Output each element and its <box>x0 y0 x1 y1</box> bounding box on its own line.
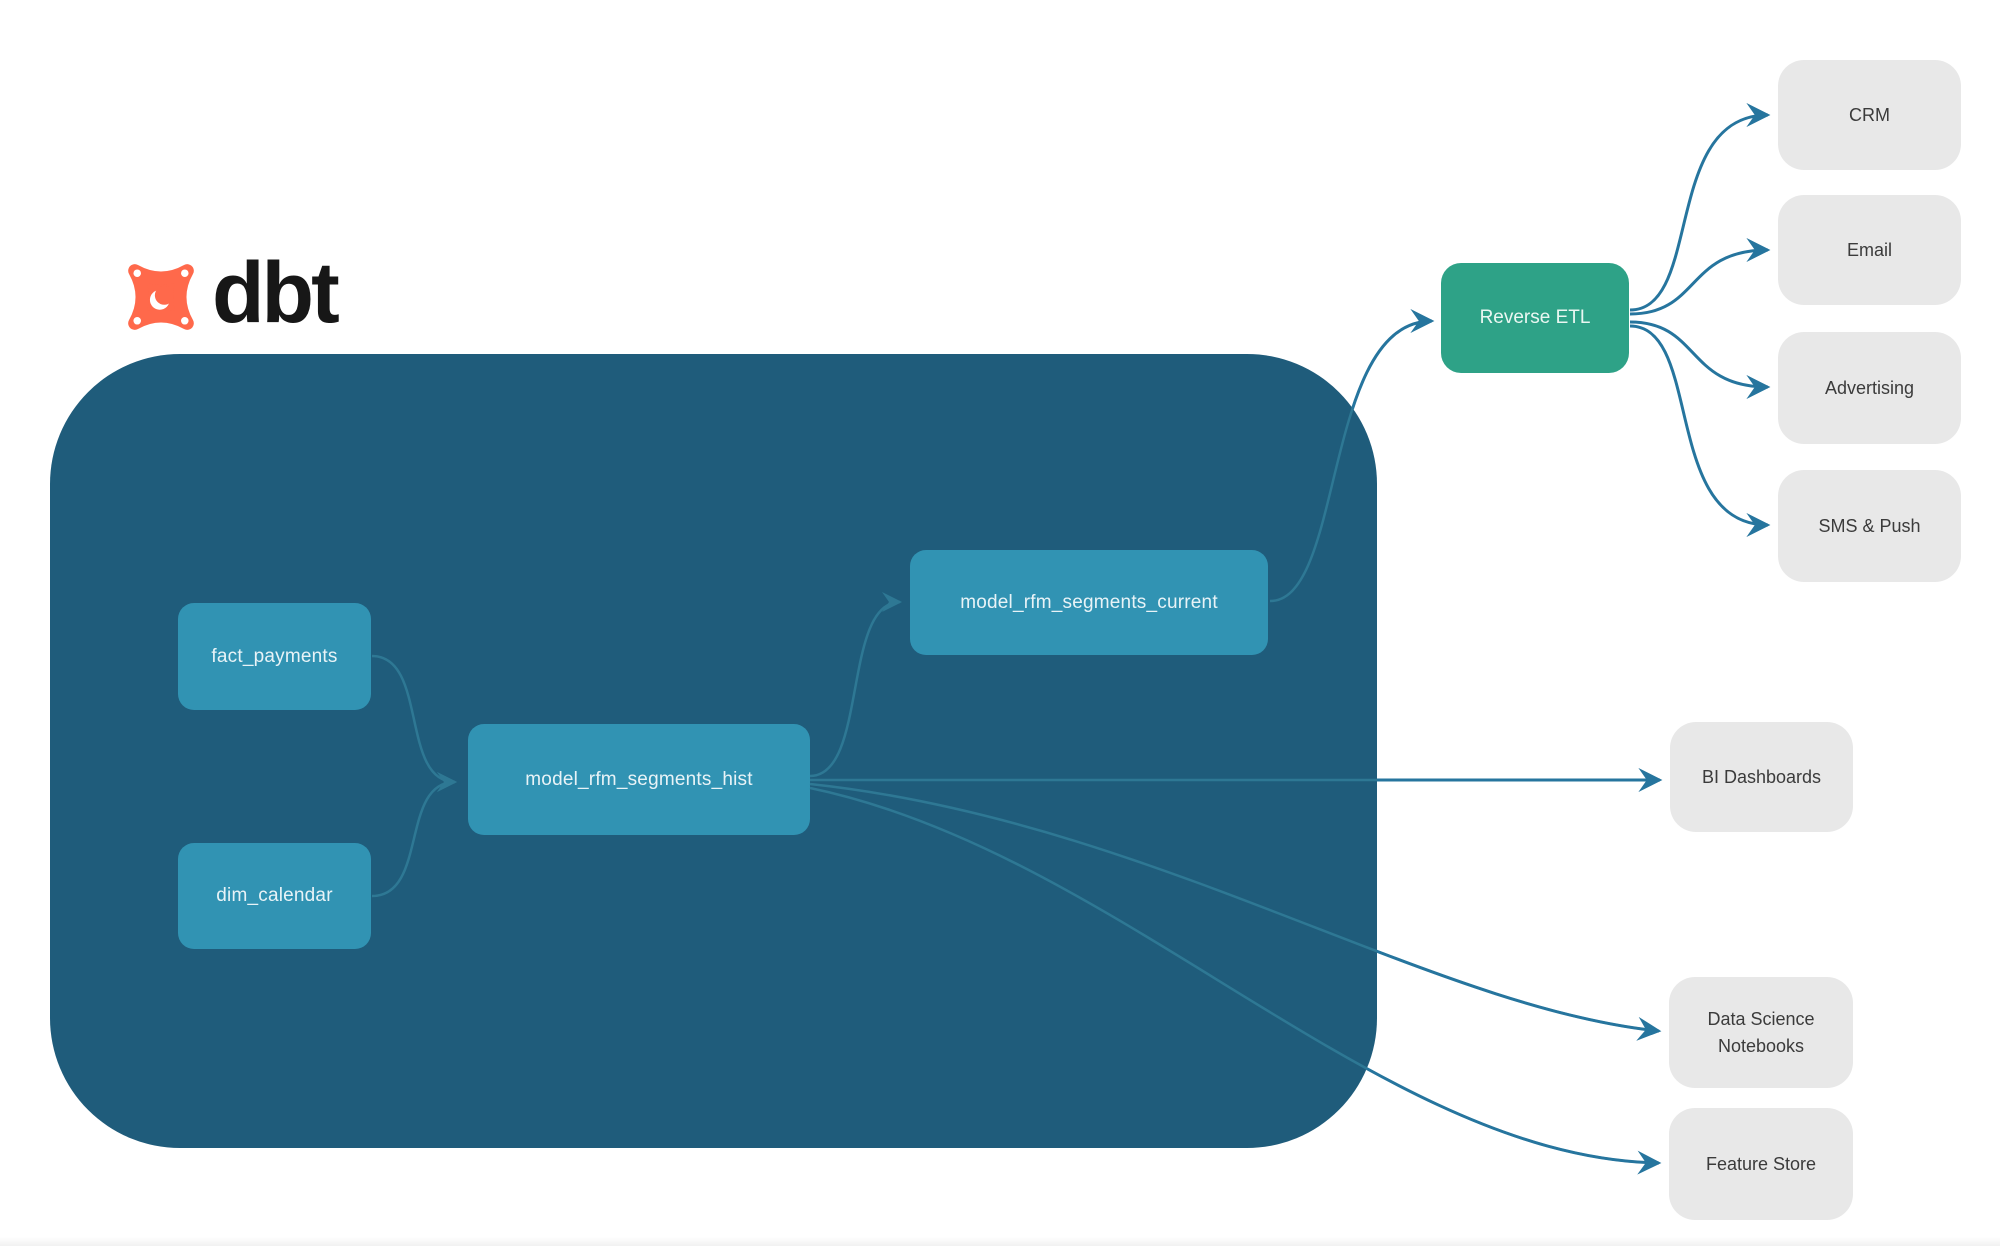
edge-reverse-etl-to-email <box>1629 238 1771 316</box>
dbt-logo: dbt <box>120 250 340 340</box>
node-bi-dashboards: BI Dashboards <box>1670 722 1853 832</box>
node-fact-payments: fact_payments <box>178 603 371 710</box>
edge-reverse-etl-to-crm <box>1629 103 1771 312</box>
dbt-logo-text: dbt <box>212 245 340 341</box>
node-feature-store: Feature Store <box>1669 1108 1853 1220</box>
edge-reverse-etl-to-sms-push <box>1629 324 1771 537</box>
node-dim-calendar: dim_calendar <box>178 843 371 949</box>
node-model-rfm-segments-hist: model_rfm_segments_hist <box>468 724 810 835</box>
dbt-logo-icon <box>128 264 194 330</box>
node-model-rfm-segments-current: model_rfm_segments_current <box>910 550 1268 655</box>
node-reverse-etl: Reverse ETL <box>1441 263 1629 373</box>
node-data-science-notebooks: Data Science Notebooks <box>1669 977 1853 1088</box>
edge-reverse-etl-to-advertising <box>1629 320 1771 399</box>
bottom-edge-strip <box>0 1237 2000 1246</box>
node-email: Email <box>1778 195 1961 305</box>
node-sms-push: SMS & Push <box>1778 470 1961 582</box>
node-crm: CRM <box>1778 60 1961 170</box>
node-advertising: Advertising <box>1778 332 1961 444</box>
